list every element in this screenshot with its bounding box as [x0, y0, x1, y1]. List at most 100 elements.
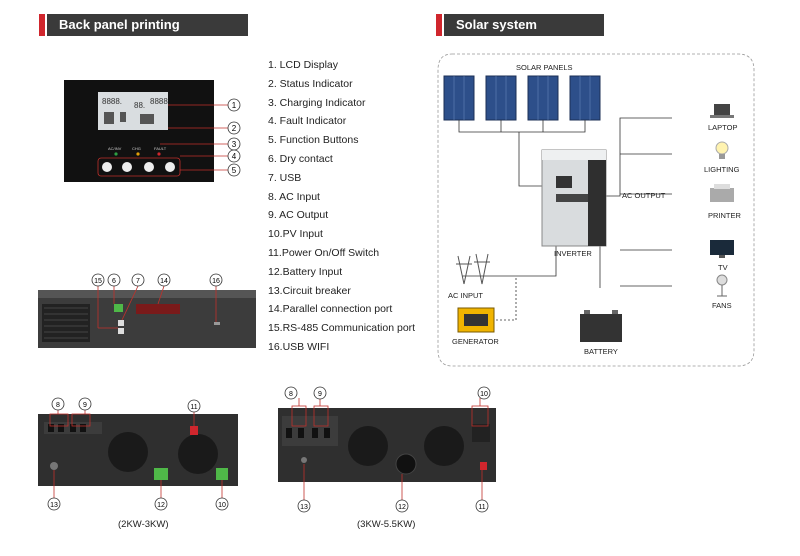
rear-panel-small-figure: 8 9 11 13 12 10: [38, 397, 238, 511]
legend-item: 6. Dry contact: [268, 152, 333, 165]
svg-text:11: 11: [478, 504, 485, 511]
solar-panel: [443, 75, 475, 121]
solar-panel: [527, 75, 559, 121]
svg-text:11: 11: [190, 404, 197, 411]
svg-text:1: 1: [232, 101, 237, 110]
cooling-fan: [424, 426, 464, 466]
svg-text:8: 8: [289, 391, 293, 398]
callout-4: 4: [227, 149, 241, 163]
callout-11: 11: [475, 499, 489, 513]
lightbulb-icon: [715, 141, 729, 159]
svg-text:12: 12: [398, 504, 406, 511]
load-label-laptop: LAPTOP: [708, 123, 737, 132]
callout-6: 6: [107, 273, 121, 287]
legend-item: 10.PV Input: [268, 228, 323, 241]
usb-wifi-port: [214, 322, 220, 325]
svg-text:14: 14: [160, 278, 168, 285]
inverter-label: INVERTER: [554, 249, 592, 258]
circuit-breaker: [301, 457, 307, 463]
generator-icon: [457, 307, 495, 333]
printer-icon: [710, 184, 734, 202]
circuit-breaker: [50, 462, 58, 470]
battery-terminal: [154, 468, 168, 480]
power-switch: [190, 426, 198, 435]
callout-9: 9: [78, 397, 92, 411]
load-label-lighting: LIGHTING: [704, 165, 740, 174]
tv-icon: [710, 240, 734, 258]
callout-10: 10: [477, 386, 491, 400]
callout-3: 3: [227, 137, 241, 151]
function-button: [144, 162, 154, 172]
pv-terminal: [216, 468, 228, 480]
svg-text:15: 15: [94, 278, 102, 285]
legend-item: 1. LCD Display: [268, 59, 339, 71]
callout-13: 13: [47, 497, 61, 511]
function-button: [102, 162, 112, 172]
header-title: Solar system connection: [456, 17, 537, 54]
callout-2: 2: [227, 121, 241, 135]
indicator-label: CHG: [132, 146, 141, 151]
svg-text:6: 6: [112, 278, 116, 285]
svg-text:10: 10: [218, 502, 226, 509]
legend-item: 13.Circuit breaker: [268, 284, 351, 297]
callout-7: 7: [131, 273, 145, 287]
dry-contact: [114, 304, 123, 312]
callout-10: 10: [215, 497, 229, 511]
callout-9: 9: [313, 386, 327, 400]
callout-12: 12: [154, 497, 168, 511]
usb-port: [118, 320, 124, 326]
ac-input-tower-icon: [456, 253, 490, 285]
svg-text:7: 7: [136, 278, 140, 285]
load-label-tv: TV: [718, 263, 728, 272]
load-label-printer: PRINTER: [708, 211, 742, 220]
header-accent: [436, 14, 442, 36]
indicator-label: AC/INV: [108, 146, 122, 151]
legend-item: 5. Function Buttons: [268, 134, 359, 147]
callout-12: 12: [395, 499, 409, 513]
callout-15: 15: [91, 273, 105, 287]
solar-panel: [569, 75, 601, 121]
section-header-back-panel: Back panel printing description: [39, 14, 248, 54]
indicator-label: FAULT: [154, 146, 167, 151]
solar-connection-diagram: SOLAR PANELS INVERTER AC OUTPUT AC INPUT…: [437, 53, 755, 367]
svg-text:12: 12: [157, 502, 165, 509]
callout-5: 5: [227, 163, 241, 177]
legend-item: 16.USB WIFI: [268, 340, 330, 353]
battery-icon: [580, 310, 622, 342]
svg-text:13: 13: [50, 502, 58, 509]
legend-item: 14.Parallel connection port: [268, 303, 393, 316]
section-header-solar-connection: Solar system connection: [436, 14, 604, 54]
function-button: [165, 162, 175, 172]
front-panel-figure: 8888. 88. 8888 AC/INV CHG FAULT 1 2 3 4 …: [64, 80, 241, 182]
callout-11: 11: [187, 399, 201, 413]
inverter: [541, 149, 607, 247]
cooling-fan: [108, 432, 148, 472]
parallel-port: [136, 304, 180, 314]
laptop-icon: [710, 104, 734, 118]
callout-8: 8: [284, 386, 298, 400]
svg-text:5: 5: [232, 166, 237, 175]
solar-panels-label: SOLAR PANELS: [516, 63, 573, 72]
svg-text:10: 10: [480, 391, 488, 398]
rear-panel-large-figure: 8 9 10 13 12 11: [278, 386, 496, 513]
legend-item: 12.Battery Input: [268, 265, 343, 278]
svg-text:9: 9: [318, 391, 322, 398]
legend-item: 9. AC Output: [268, 209, 329, 222]
svg-text:88.: 88.: [134, 101, 145, 110]
legend-item: 4. Fault Indicator: [268, 115, 347, 128]
legend-item: 15.RS-485 Communication port: [268, 322, 416, 335]
battery-label: BATTERY: [584, 347, 618, 356]
svg-text:2: 2: [232, 124, 237, 133]
solar-panel: [485, 75, 517, 121]
svg-text:8888.: 8888.: [102, 97, 122, 106]
legend-item: 11.Power On/Off Switch: [268, 246, 380, 259]
load-label-fans: FANS: [712, 301, 732, 310]
legend-item: 2. Status Indicator: [268, 77, 353, 90]
svg-text:9: 9: [83, 402, 87, 409]
ac-input-label: AC INPUT: [448, 291, 483, 300]
cooling-fan: [348, 426, 388, 466]
callout-1: 1: [227, 98, 241, 112]
caption-small-model: (2KW-3KW): [118, 519, 169, 530]
svg-text:8888: 8888: [150, 97, 168, 106]
svg-text:3: 3: [232, 140, 237, 149]
